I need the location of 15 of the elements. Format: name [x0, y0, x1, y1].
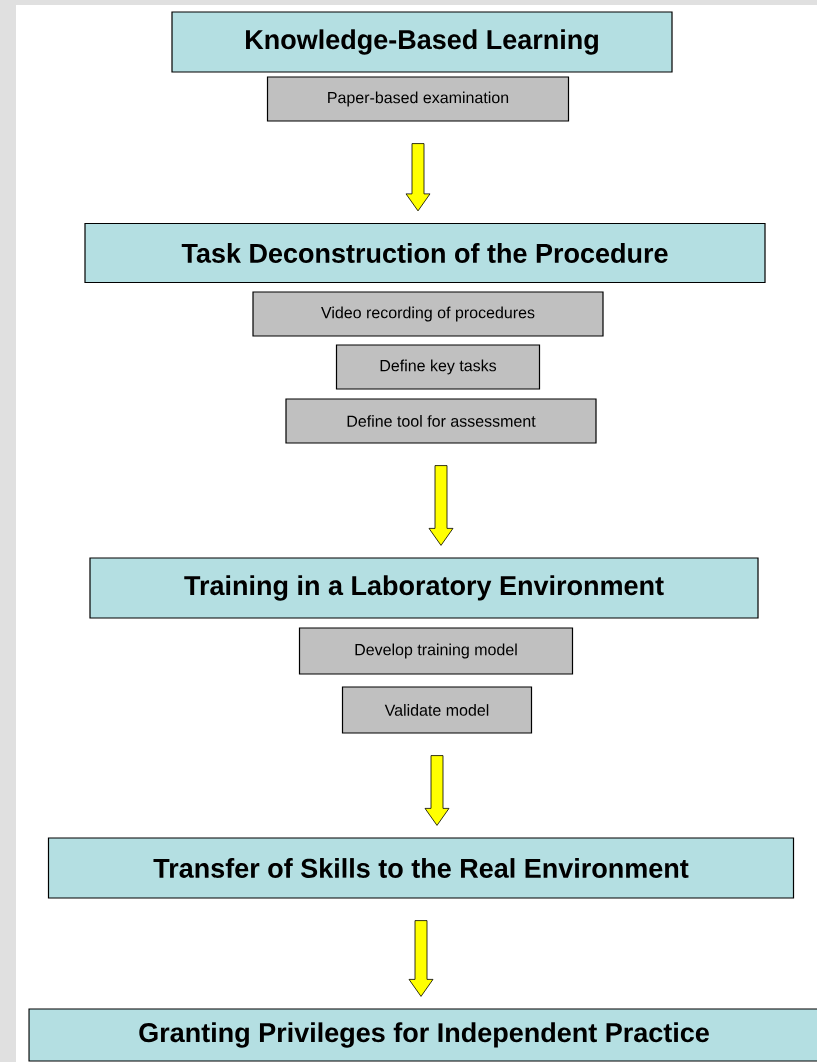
step-box: Paper-based examination — [266, 76, 570, 122]
block-arrow — [424, 755, 450, 826]
step-box: Validate model — [341, 686, 533, 734]
block-arrow — [408, 920, 434, 997]
block-arrow — [428, 465, 454, 546]
block-arrow — [405, 143, 431, 212]
stage-box: Training in a Laboratory Environment — [89, 557, 759, 619]
step-box: Develop training model — [298, 627, 574, 675]
step-box: Define key tasks — [335, 344, 541, 390]
stage-box: Knowledge-Based Learning — [171, 11, 673, 73]
step-box: Video recording of procedures — [252, 291, 604, 337]
stage-box: Transfer of Skills to the Real Environment — [47, 837, 795, 899]
stage-box: Granting Privileges for Independent Practice — [28, 1008, 817, 1062]
stage-box: Task Deconstruction of the Procedure — [84, 222, 766, 284]
step-box: Define tool for assessment — [285, 398, 597, 444]
